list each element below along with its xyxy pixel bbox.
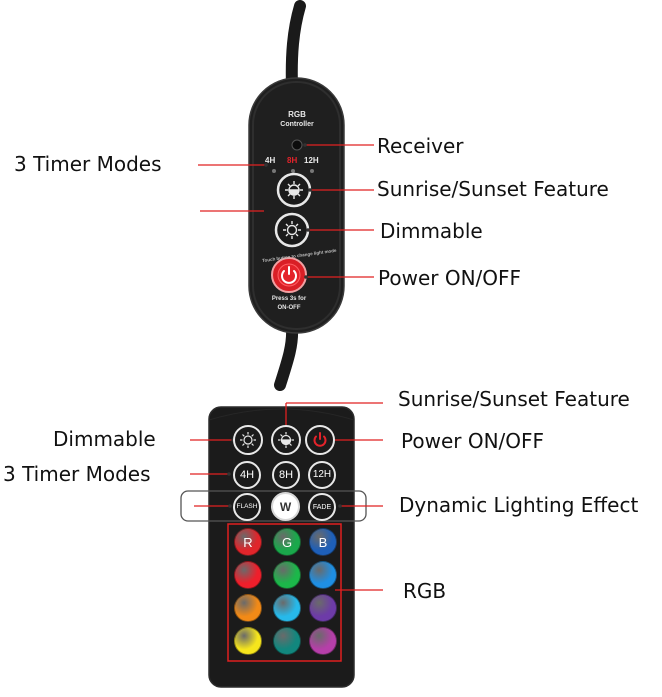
bottom-leaders [190, 402, 383, 591]
remote-color-red-button[interactable]: R [234, 528, 262, 556]
remote-color-button[interactable] [309, 594, 337, 622]
remote-flash-button[interactable]: FLASH [233, 493, 261, 521]
remote-timer-12h-button[interactable]: 12H [308, 461, 336, 489]
controller-press-line2: ON-OFF [277, 305, 301, 311]
controller-subtitle: Controller [280, 121, 314, 128]
remote-color-button[interactable] [234, 594, 262, 622]
power-icon [313, 432, 327, 447]
callout-dynamic-effect: Dynamic Lighting Effect [399, 493, 639, 517]
timer-8h-led [291, 169, 295, 173]
callout-receiver: Receiver [377, 134, 464, 158]
remote-white-button[interactable]: W [271, 492, 300, 521]
remote-color-blue-button[interactable]: B [309, 528, 337, 556]
remote-dimmable-button[interactable] [233, 425, 263, 455]
receiver-sensor [291, 139, 303, 151]
controller-title: RGB [288, 110, 306, 119]
remote-timer-8h-button[interactable]: 8H [272, 461, 300, 489]
remote-fade-button[interactable]: FADE [308, 493, 336, 521]
cable-top [285, 0, 306, 94]
remote-timer-4h-button[interactable]: 4H [233, 461, 261, 489]
remote-color-button[interactable] [273, 594, 301, 622]
callout-dimmable-top: Dimmable [380, 219, 483, 243]
callout-power-top: Power ON/OFF [378, 266, 522, 290]
brightness-icon [283, 221, 301, 239]
remote-color-button[interactable] [273, 627, 301, 655]
controller-timer-4h: 4H [265, 156, 276, 165]
sunrise-icon [285, 181, 303, 199]
controller-timer-8h: 8H [287, 156, 298, 165]
callout-sunrise-top: Sunrise/Sunset Feature [377, 177, 609, 201]
sunrise-icon [278, 432, 294, 448]
callout-timer-modes-top: 3 Timer Modes [14, 152, 162, 176]
remote-color-green-button[interactable]: G [273, 528, 301, 556]
callout-sunrise-bottom: Sunrise/Sunset Feature [398, 387, 630, 411]
cable-bottom [274, 322, 299, 391]
timer-4h-led [272, 169, 276, 173]
remote-color-button[interactable] [309, 627, 337, 655]
timer-12h-led [310, 169, 314, 173]
controller-dimmable-button[interactable] [274, 212, 310, 248]
rgb-highlight-box [227, 523, 342, 662]
callout-timer-modes-bottom: 3 Timer Modes [3, 462, 151, 486]
callout-power-bottom: Power ON/OFF [401, 429, 545, 453]
remote-color-button[interactable] [309, 561, 337, 589]
remote-color-button[interactable] [273, 561, 301, 589]
controller-body-rim [252, 81, 341, 330]
power-icon [281, 266, 297, 284]
controller-timer-12h: 12H [304, 156, 319, 165]
controller-press-line1: Press 3s for [271, 296, 307, 302]
remote-color-button[interactable] [234, 627, 262, 655]
brightness-icon [240, 432, 256, 448]
callout-dimmable-bottom: Dimmable [53, 427, 156, 451]
top-leaders [198, 144, 374, 278]
top-leader-dots [264, 143, 312, 279]
remote-color-button[interactable] [234, 561, 262, 589]
callout-rgb: RGB [403, 579, 447, 603]
